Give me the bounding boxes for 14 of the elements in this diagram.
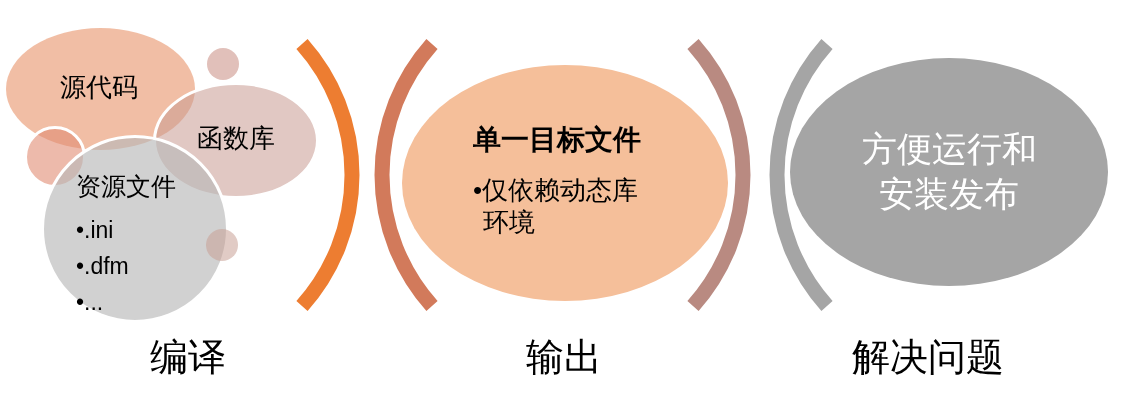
bullet-item: •.ini bbox=[76, 216, 114, 244]
node-title: 资源文件 bbox=[76, 171, 176, 201]
bullet-item: •仅依赖动态库环境 bbox=[473, 174, 640, 238]
bullet-item: •... bbox=[76, 288, 104, 316]
stage-label: 编译 bbox=[150, 335, 226, 379]
node-text: 源代码 bbox=[60, 72, 138, 103]
node-title: 单一目标文件 bbox=[473, 123, 641, 157]
circle-node bbox=[206, 229, 238, 261]
bullet-item: •.dfm bbox=[76, 252, 129, 280]
node-text: 函数库 bbox=[197, 123, 275, 154]
circle-node bbox=[207, 48, 239, 80]
node-text: 方便运行和安装发布 bbox=[860, 128, 1038, 215]
stage-label: 解决问题 bbox=[852, 335, 1004, 379]
stage-label: 输出 bbox=[526, 335, 602, 379]
